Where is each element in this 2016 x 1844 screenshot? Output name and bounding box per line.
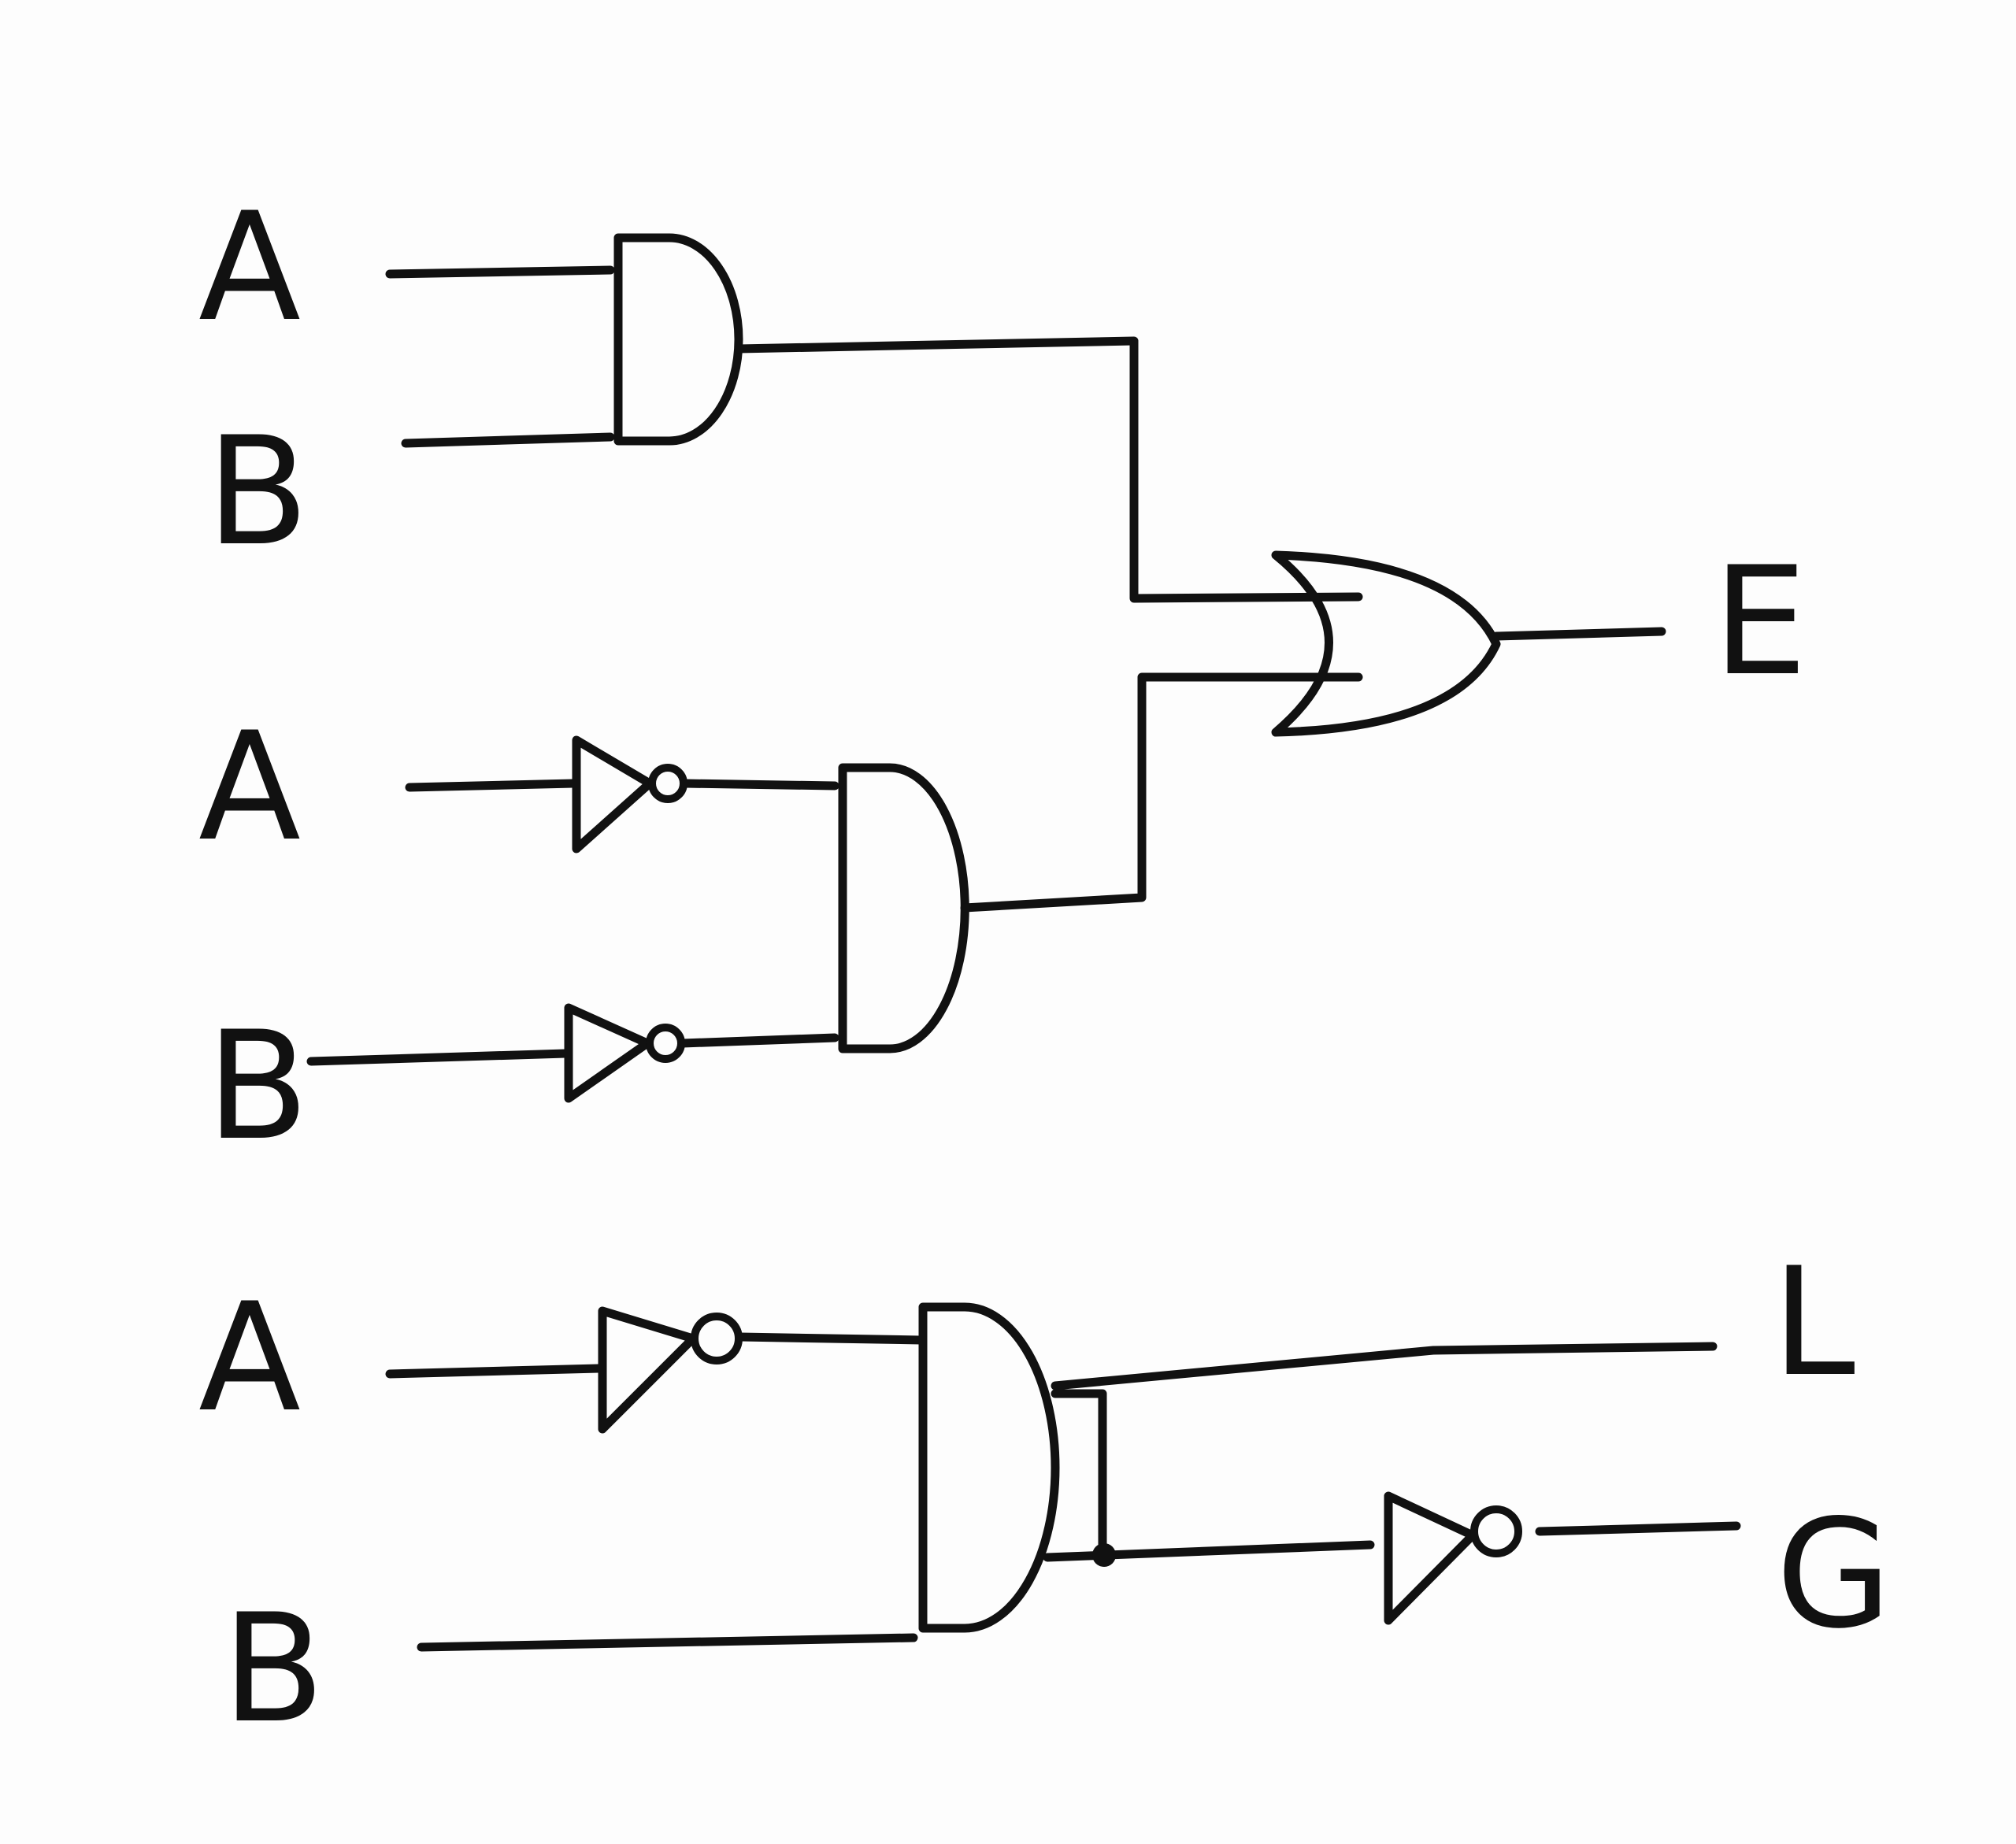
not-gate-3-bubble [691, 1313, 743, 1364]
not-gate-4-bubble [1470, 1505, 1522, 1557]
input-label-a-1: A [198, 180, 301, 354]
wire-a2-to-not1 [405, 779, 578, 792]
wire-not2-to-and2 [678, 1033, 839, 1048]
wire-a3-to-not3 [385, 1364, 603, 1379]
or-gate [1271, 550, 1501, 737]
wire-and3-to-l [1051, 1342, 1718, 1390]
input-label-b-1: B [206, 405, 309, 579]
wire-b3-to-and3 [417, 1633, 918, 1652]
wire-and2-to-or [960, 672, 1363, 913]
not-gate-1-bubble [648, 764, 687, 803]
wire-not1-to-and2 [680, 779, 839, 791]
wire-and3-tap [1051, 1389, 1107, 1560]
not-gate-3 [598, 1306, 698, 1434]
output-label-l: L [1772, 1235, 1855, 1409]
not-gate-4 [1384, 1491, 1477, 1625]
input-label-a-2: A [198, 700, 301, 874]
wire-a1-to-and1 [385, 265, 615, 279]
and-gate-1 [613, 233, 743, 446]
output-label-g: G [1776, 1487, 1892, 1661]
and-gate-3 [918, 1302, 1060, 1633]
wire-b2-to-not2 [306, 1049, 570, 1066]
output-label-e: E [1713, 535, 1807, 709]
and-gate-2 [838, 763, 969, 1053]
wire-or-to-e [1492, 627, 1666, 641]
not-gate-2 [564, 1003, 652, 1103]
input-label-a-3: A [198, 1271, 301, 1445]
wire-not3-to-and3 [736, 1332, 926, 1345]
not-gate-2-bubble [646, 1024, 685, 1063]
input-label-b-2: B [206, 999, 309, 1173]
input-label-b-3: B [222, 1582, 324, 1756]
junction-dot [1092, 1543, 1116, 1567]
wire-and1-to-or [734, 336, 1363, 603]
wire-b1-to-and1 [401, 432, 615, 448]
not-gate-1 [572, 735, 654, 853]
wire-not4-to-g [1535, 1521, 1741, 1536]
